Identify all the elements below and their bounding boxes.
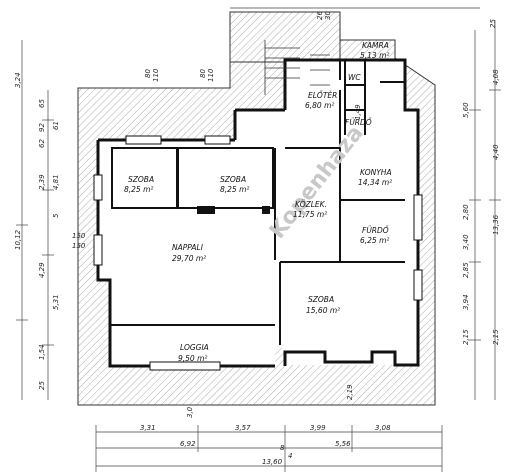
room-konyha-area: 14,34 m² — [358, 178, 392, 187]
dim-right-inner-1: 2,80 — [462, 204, 470, 220]
dim-right-outer-1: 4,08 — [492, 69, 500, 85]
dim-right-inner-2: 3,40 — [462, 234, 470, 250]
building-interior — [98, 60, 418, 365]
dim-top-3: 80 — [199, 69, 207, 78]
room-kamra-area: 5,13 m² — [360, 51, 389, 60]
room-loggia-name: LOGGIA — [180, 343, 209, 352]
dim-bottom-5: 6,92 — [180, 440, 196, 448]
room-wc-name: WC — [348, 73, 361, 82]
room-szoba3-area: 15,60 m² — [306, 306, 340, 315]
room-furdo1-name: FÜRDŐ — [345, 118, 372, 127]
dimension-lines — [16, 7, 501, 472]
room-szoba1-name: SZOBA — [128, 175, 154, 184]
dim-center-1: 2,19 — [346, 384, 354, 400]
dim-right-inner-3: 2,85 — [462, 262, 470, 278]
dim-left-outer-3: 4,29 — [38, 262, 46, 278]
staircase — [264, 40, 330, 95]
dim-right-outer-4: 13,36 — [492, 214, 500, 235]
room-szoba2-name: SZOBA — [220, 175, 246, 184]
dim-top-7: 25 — [489, 19, 497, 28]
dim-right-inner-4: 3,94 — [462, 294, 470, 310]
dim-top-6: 30 — [324, 11, 332, 20]
dim-center-3: 3,0 — [186, 406, 194, 418]
room-eloter-area: 6,80 m² — [305, 101, 334, 110]
room-kamra-name: KAMRA — [362, 41, 389, 50]
dim-left-outer-2: 10,12 — [14, 229, 22, 250]
windows — [93, 135, 423, 371]
dim-bottom-total: 13,60 — [262, 458, 283, 466]
dim-bottom-3: 3,99 — [310, 424, 326, 432]
room-szoba1-area: 8,25 m² — [124, 185, 153, 194]
room-labels: KAMRA 5,13 m² WC FÜRDŐ ELŐTÉR 6,80 m² SZ… — [124, 41, 392, 363]
dim-left-inner-5: 61 — [52, 121, 60, 130]
room-konyha-name: KONYHA — [360, 168, 392, 177]
room-szoba3-name: SZOBA — [308, 295, 334, 304]
dim-bottom-1: 3,31 — [140, 424, 156, 432]
interior-walls — [110, 60, 405, 345]
dim-top-4: 110 — [207, 68, 215, 82]
dim-left-inner-8: 5,31 — [52, 294, 60, 310]
dim-left-outer-5: 25 — [38, 381, 46, 390]
dim-left-inner-3: 62 — [38, 139, 46, 148]
dim-left-inner-2: 92 — [38, 123, 46, 132]
dim-left-mid-2: 150 — [72, 242, 86, 250]
dim-top-2: 110 — [152, 68, 160, 82]
dim-top-5: 26 — [316, 11, 324, 20]
room-furdo2-name: FÜRDŐ — [362, 226, 389, 235]
room-szoba2-area: 8,25 m² — [220, 185, 249, 194]
dim-left-inner-1: 65 — [38, 99, 46, 108]
dim-right-inner-6: 2,15 — [492, 329, 500, 345]
dim-left-mid-1: 150 — [72, 232, 86, 240]
dim-bottom-4: 3,08 — [375, 424, 391, 432]
room-nappali-area: 29,70 m² — [172, 254, 206, 263]
room-kozlek-area: 11,75 m² — [293, 210, 327, 219]
dim-right-inner-5: 2,15 — [462, 329, 470, 345]
dim-right-outer-3: 4,40 — [492, 144, 500, 160]
dim-center-2: 1,49 — [354, 104, 362, 120]
room-loggia-area: 9,50 m² — [178, 354, 207, 363]
dimension-labels: 3,31 3,57 3,99 3,08 6,92 5,56 8 4 13,60 … — [14, 11, 500, 466]
room-furdo2-area: 6,25 m² — [360, 236, 389, 245]
dim-left-inner-6: 4,81 — [52, 174, 60, 190]
chimneys — [197, 206, 270, 214]
dim-right-outer-2: 5,60 — [462, 102, 470, 118]
dim-bottom-sub-1: 8 — [280, 444, 285, 452]
dim-left-outer-1: 3,24 — [14, 72, 22, 88]
dim-left-inner-4: 2,39 — [38, 174, 46, 190]
room-eloter-name: ELŐTÉR — [308, 91, 337, 100]
dim-bottom-6: 5,56 — [335, 440, 351, 448]
dim-top-1: 80 — [144, 69, 152, 78]
dim-left-inner-7: 5 — [52, 213, 60, 218]
dim-bottom-sub-2: 4 — [288, 452, 292, 460]
dim-bottom-2: 3,57 — [235, 424, 251, 432]
room-nappali-name: NAPPALI — [172, 243, 204, 252]
room-kozlek-name: KÖZLEK. — [295, 200, 327, 209]
dim-left-outer-4: 1,54 — [38, 344, 46, 360]
